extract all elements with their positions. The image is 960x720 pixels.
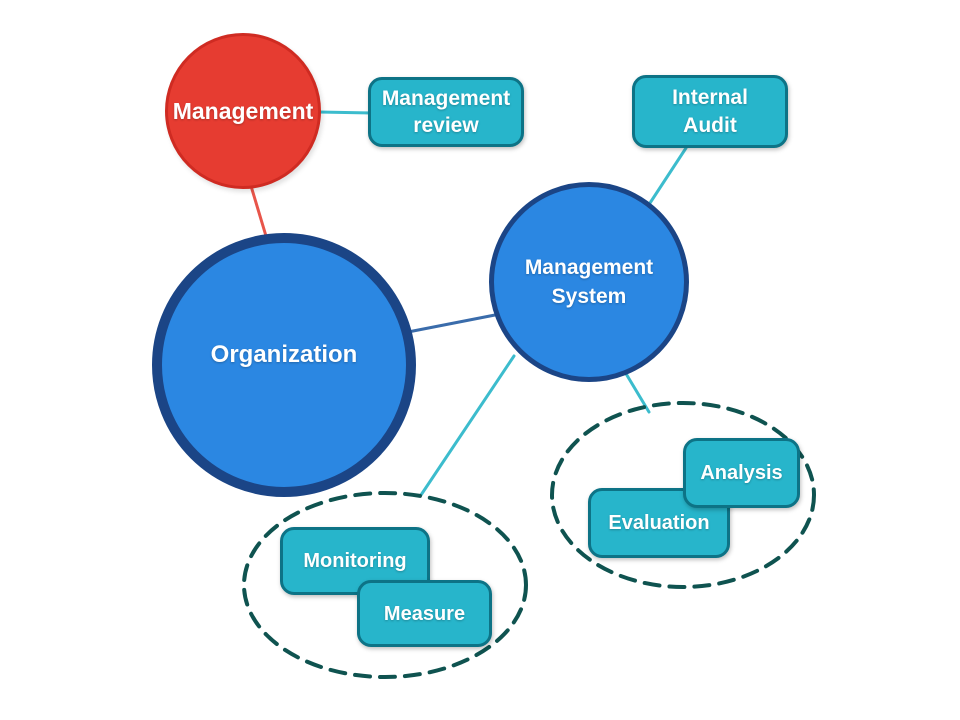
dashed-group-monitoring-measure [242, 491, 528, 679]
node-organization-circle: Organization [152, 233, 416, 497]
node-measure-box: Measure [357, 580, 492, 647]
link-management-to-review [316, 110, 374, 115]
link-organization-to-management-system [406, 313, 497, 334]
analysis-label: Analysis [700, 462, 783, 484]
dashed-group-analysis-evaluation [550, 401, 816, 589]
organization-label: Organization [210, 341, 358, 368]
internal-audit-label-line1: Internal [672, 86, 748, 110]
evaluation-label: Evaluation [608, 512, 710, 534]
monitoring-label: Monitoring [303, 550, 407, 572]
internal-audit-label-line2: Audit [683, 113, 737, 137]
link-internal-audit-to-management-system [648, 146, 688, 205]
management-system-label-line2: System [551, 285, 627, 308]
link-management-to-organization [249, 184, 268, 238]
node-management-review-box: Management review [368, 77, 524, 147]
measure-label: Measure [383, 602, 466, 625]
management-system-label-line1: Management [524, 255, 654, 279]
link-management-system-to-monitoring-group [419, 354, 516, 497]
management-review-label-line2: review [413, 114, 479, 137]
node-internal-audit-box: Internal Audit [632, 75, 788, 148]
management-review-label-line1: Management [381, 86, 511, 110]
node-management-circle: Management [165, 33, 321, 189]
node-analysis-box: Analysis [683, 438, 800, 508]
node-management-system-circle: Management System [489, 182, 689, 382]
management-label: Management [172, 97, 314, 124]
